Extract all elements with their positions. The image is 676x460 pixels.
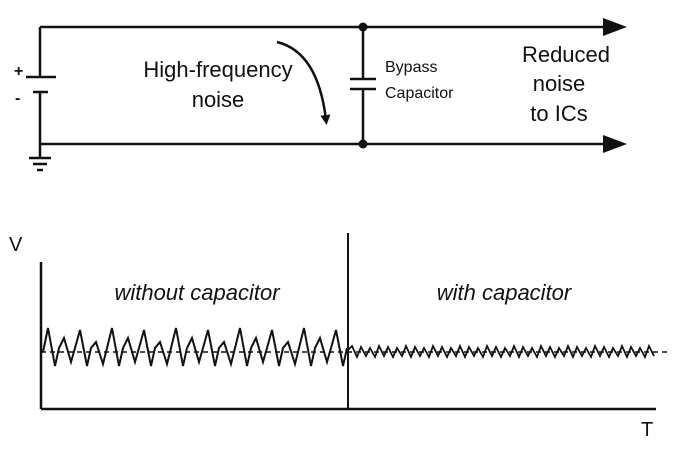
output-label-line3: to ICs (530, 101, 587, 126)
output-label-line1: Reduced (522, 42, 610, 67)
capacitor-label-line2: Capacitor (385, 85, 454, 102)
bottom-output-arrowhead (603, 135, 627, 153)
capacitor-label-line1: Bypass (385, 59, 437, 76)
noise-label-line2: noise (192, 87, 245, 112)
filtered-waveform (347, 343, 655, 360)
y-axis-label: V (9, 234, 23, 256)
junction-dot-top (358, 22, 368, 32)
junction-dot-bottom (358, 139, 368, 149)
graph-section (39, 233, 668, 411)
x-axis-label: T (641, 419, 653, 441)
noise-curved-arrow (276, 40, 331, 125)
output-label-line2: noise (533, 71, 586, 96)
region-right-label: with capacitor (437, 280, 573, 305)
battery-plus-sign: + (14, 63, 23, 80)
noisy-waveform (42, 327, 348, 368)
noise-label-line1: High-frequency (143, 57, 292, 82)
circuit-section (26, 18, 627, 172)
battery-minus-sign: - (15, 90, 20, 107)
top-output-arrowhead (603, 18, 627, 36)
region-left-label: without capacitor (114, 280, 281, 305)
